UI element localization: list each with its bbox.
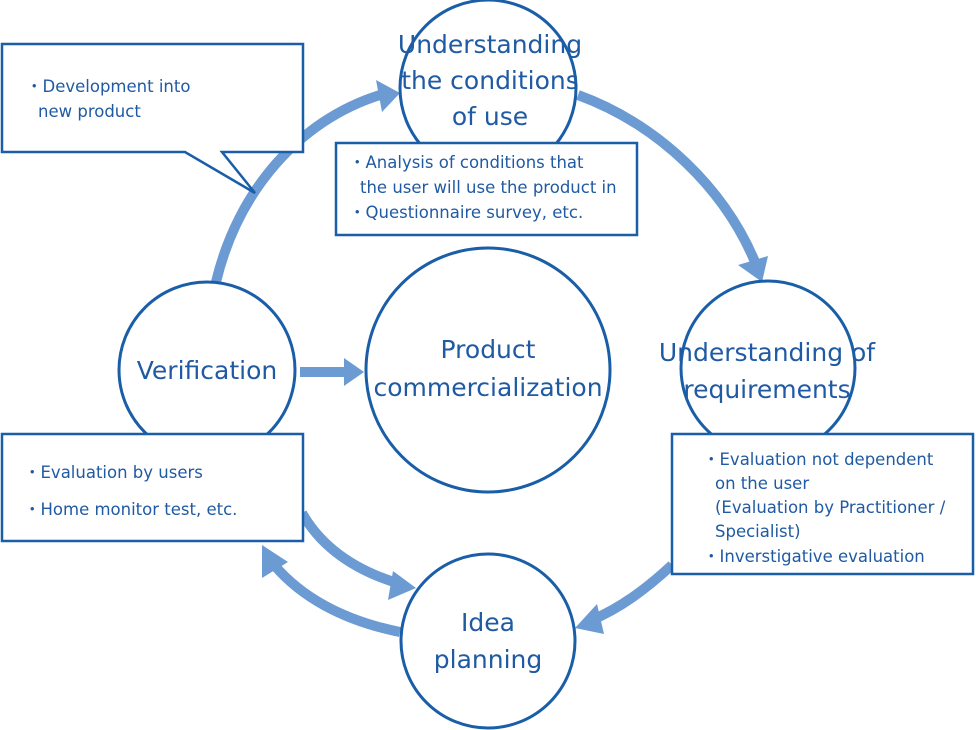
note-verification: ・Evaluation by users ・Home monitor test,… <box>0 432 305 543</box>
arrowhead-verification <box>262 545 288 578</box>
note-line: new product <box>38 102 141 121</box>
note-box <box>670 432 975 576</box>
note-line: (Evaluation by Practitioner / <box>715 498 946 517</box>
note-line: ・Analysis of conditions that <box>349 153 584 172</box>
node-product-commercialization: Product commercialization <box>364 246 612 494</box>
arrow-requirements-to-idea <box>590 561 676 625</box>
arrowhead-conditions <box>376 80 400 112</box>
note-box <box>334 141 639 237</box>
node-label-line: Product <box>441 335 536 364</box>
node-label-line: of use <box>452 102 528 131</box>
note-line: ・Development into <box>26 77 190 96</box>
arrowhead-product <box>344 358 364 386</box>
note-development-callout: ・Development into new product <box>0 42 305 195</box>
arrow-idea-to-verification <box>271 562 401 637</box>
flow-arrows <box>211 80 768 637</box>
node-label-line: Idea <box>461 608 515 637</box>
arrow-verification-to-conditions <box>211 90 382 284</box>
note-line: ・Evaluation not dependent <box>703 450 934 469</box>
node-label-line: the conditions <box>401 66 579 95</box>
arrow-conditions-to-requirements <box>576 90 760 264</box>
note-line: ・Questionnaire survey, etc. <box>349 203 583 222</box>
node-circle <box>399 552 577 730</box>
note-line: ・Home monitor test, etc. <box>24 500 237 519</box>
node-understanding-requirements: Understanding of requirements <box>659 279 876 457</box>
note-line: the user will use the product in <box>360 178 617 197</box>
node-circle <box>364 246 612 494</box>
node-circle <box>679 279 857 457</box>
node-idea-planning: Idea planning <box>399 552 577 730</box>
node-label-line: Understanding <box>398 30 582 59</box>
note-conditions: ・Analysis of conditions that the user wi… <box>334 141 639 237</box>
note-line: ・Inverstigative evaluation <box>703 547 925 566</box>
node-label-line: requirements <box>683 375 850 404</box>
note-box <box>0 432 305 543</box>
arrowhead-idea-upper <box>388 571 416 600</box>
callout-box <box>0 42 305 195</box>
arrowhead-requirements <box>738 256 768 282</box>
note-requirements: ・Evaluation not dependent on the user (E… <box>670 432 975 576</box>
node-understanding-conditions: Understanding the conditions of use <box>398 0 582 178</box>
arrowhead-idea <box>575 604 604 634</box>
node-label-line: commercialization <box>373 373 602 402</box>
note-line: on the user <box>715 474 809 493</box>
node-label-line: planning <box>434 645 542 674</box>
note-line: Specialist) <box>715 522 801 541</box>
arrow-verification-to-idea <box>297 510 399 588</box>
note-line: ・Evaluation by users <box>24 463 203 482</box>
node-label-line: Understanding of <box>659 338 876 367</box>
node-verification: Verification <box>117 280 297 460</box>
node-label-line: Verification <box>137 356 277 385</box>
